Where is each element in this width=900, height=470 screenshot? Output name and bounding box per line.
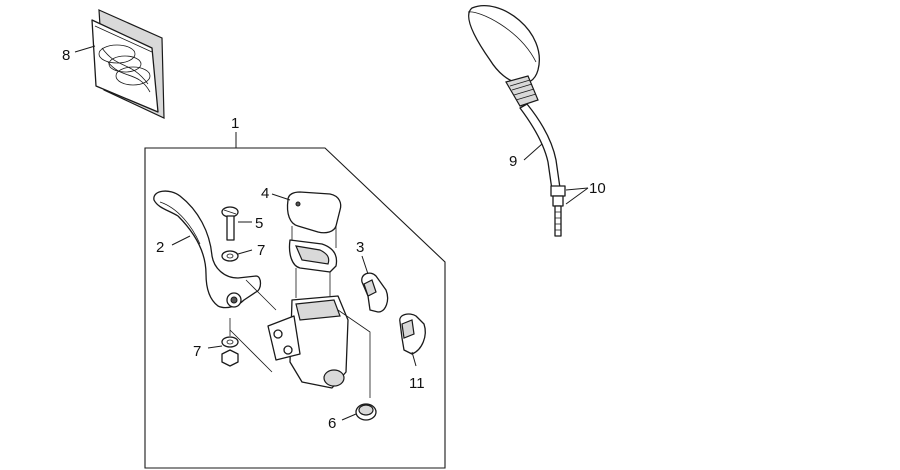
callout-7-upper: 7 (257, 242, 265, 259)
part-6-cap (341, 403, 377, 421)
callout-5: 5 (255, 215, 263, 232)
callout-3: 3 (356, 239, 364, 256)
part-1-master-cylinder (245, 279, 371, 398)
part-8-booklet (74, 9, 165, 119)
callout-4: 4 (261, 185, 269, 202)
part-5-bolt (221, 206, 252, 241)
part-10-nuts (565, 187, 589, 205)
callout-9: 9 (509, 153, 517, 170)
assembly-frame (144, 132, 446, 469)
part-9-mirror (467, 5, 566, 237)
callout-11: 11 (409, 375, 425, 392)
part-7-washer-upper (221, 249, 253, 262)
callout-1: 1 (231, 115, 239, 132)
part-4-diaphragm (288, 239, 338, 298)
part-2-lever (153, 190, 262, 309)
part-11-clamp (399, 313, 426, 367)
callout-8: 8 (62, 47, 70, 64)
callout-2: 2 (156, 239, 164, 256)
callout-7-lower: 7 (193, 343, 201, 360)
callout-10: 10 (589, 180, 606, 197)
part-7-washer-lower (207, 318, 273, 373)
part-4-cap (271, 191, 342, 248)
callout-6: 6 (328, 415, 336, 432)
part-3-clamp (361, 255, 389, 313)
